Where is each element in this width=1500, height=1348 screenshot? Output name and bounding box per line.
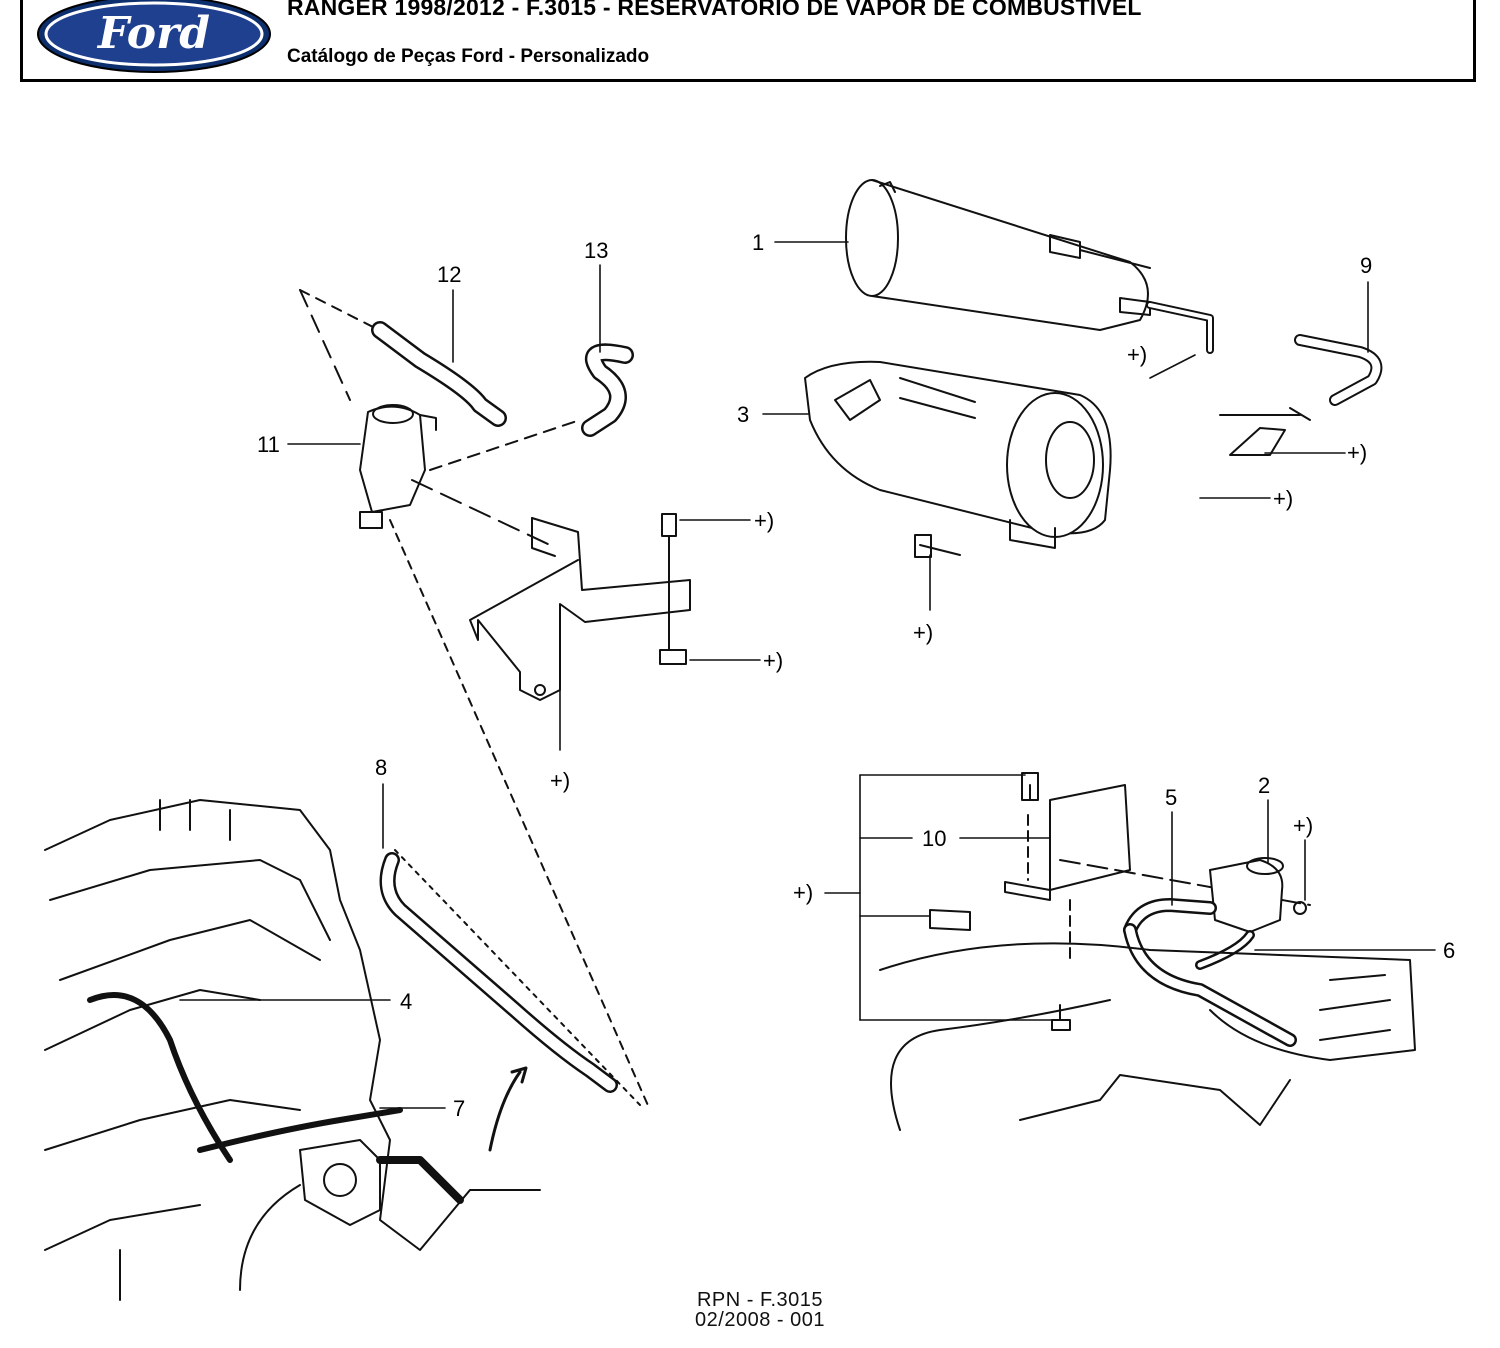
- callout-9: 9: [1360, 253, 1372, 278]
- callout-2: 2: [1258, 773, 1270, 798]
- tube-8-drawing: [379, 852, 618, 1152]
- hose-12-drawing: [299, 289, 507, 427]
- rpn-code: RPN - F.3015: [696, 1289, 824, 1311]
- plus-note-group: +): [793, 880, 813, 905]
- callout-10: 10: [922, 826, 946, 851]
- callout-6: 6: [1443, 938, 1455, 963]
- callout-12: 12: [437, 262, 461, 287]
- canister-drawing: [845, 179, 1151, 331]
- ford-logo: Ford: [37, 0, 271, 73]
- callout-5: 5: [1165, 785, 1177, 810]
- date-code: 02/2008 - 001: [695, 1309, 825, 1331]
- plus-note-bolt: +): [754, 508, 774, 533]
- callout-4: 4: [400, 989, 412, 1014]
- plus-note-screw: +): [913, 620, 933, 645]
- mounting-bracket-drawing: [469, 513, 691, 701]
- page-subtitle: Catálogo de Peças Ford - Personalizado: [287, 46, 650, 67]
- hose-9-drawing: [1146, 301, 1383, 456]
- plus-note-clip: +): [763, 648, 783, 673]
- hose-13-drawing: [581, 343, 634, 437]
- callout-labels: 1 2 3 4 5 6 7 8 9 10 11 12 13 +) +) +) +…: [257, 230, 1455, 1121]
- callout-11: 11: [257, 432, 280, 457]
- plus-note-hose-fitting: +): [1127, 342, 1147, 367]
- page-title: RANGER 1998/2012 - F.3015 - RESERVATÓRIO…: [287, 0, 1142, 20]
- plus-note-connector: +): [1347, 440, 1367, 465]
- callout-13: 13: [584, 238, 608, 263]
- callout-8: 8: [375, 755, 387, 780]
- reference-code: RPN - F.3015 02/2008 - 001: [640, 1290, 880, 1330]
- callout-7: 7: [453, 1096, 465, 1121]
- plus-note-bracket: +): [550, 768, 570, 793]
- purge-valve-assembly-drawing: [879, 772, 1416, 1131]
- callout-3: 3: [737, 402, 749, 427]
- catalog-header: Ford RANGER 1998/2012 - F.3015 - RESERVA…: [20, 0, 1476, 82]
- valve-11-drawing: [299, 289, 437, 529]
- canister-bracket-drawing: [804, 360, 1112, 558]
- engine-compartment-drawing: [44, 799, 541, 1301]
- plus-note-nut: +): [1273, 486, 1293, 511]
- callout-1: 1: [752, 230, 764, 255]
- svg-text:Ford: Ford: [96, 8, 210, 59]
- plus-note-valve-nut: +): [1293, 813, 1313, 838]
- callout-leaders: [179, 241, 1436, 1109]
